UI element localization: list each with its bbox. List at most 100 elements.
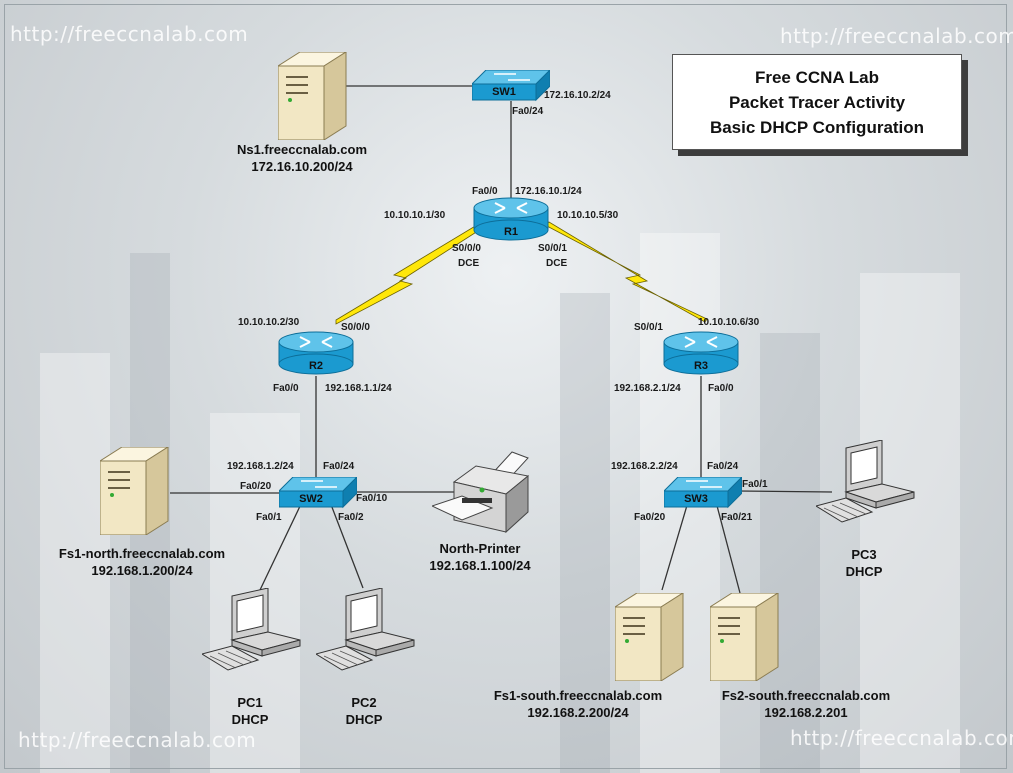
- pc-pc2: [314, 587, 416, 679]
- diagram-frame: [4, 4, 1007, 769]
- r2-fa00-label: Fa0/0: [273, 383, 299, 394]
- server-fs1-north: [98, 446, 170, 540]
- ns1-name: Ns1.freeccnalab.com: [236, 142, 368, 157]
- pc3-caption: PC3 DHCP: [836, 546, 892, 580]
- pc2-name: PC2: [351, 695, 377, 710]
- r2-s000-label: S0/0/0: [341, 322, 370, 333]
- r1-label: R1: [503, 226, 519, 238]
- link-sw3-fs2south: [715, 501, 741, 594]
- pc1-name: PC1: [237, 695, 263, 710]
- server-icon: [98, 446, 170, 536]
- pc3-addr: DHCP: [845, 564, 883, 579]
- fs2-south-name: Fs2-south.freeccnalab.com: [721, 688, 891, 703]
- pc1-addr: DHCP: [231, 712, 269, 727]
- sw3-fa01-label: Fa0/1: [742, 479, 768, 490]
- sw3-ip-label: 192.168.2.2/24: [611, 461, 678, 472]
- sw2-fa024-label: Fa0/24: [323, 461, 355, 472]
- server-icon: [276, 51, 348, 141]
- r2-lan-ip-label: 192.168.1.1/24: [325, 383, 392, 394]
- r2-serial-ip-label: 10.10.10.2/30: [238, 317, 300, 328]
- r2-label: R2: [308, 360, 324, 372]
- sw1-fa024-label: Fa0/24: [512, 106, 544, 117]
- switch-icon: [662, 475, 744, 509]
- watermark-top-right: http://freeccnalab.com: [780, 24, 1013, 48]
- sw3-fa021-label: Fa0/21: [721, 512, 753, 523]
- printer-north: [430, 446, 532, 541]
- watermark-bottom-left: http://freeccnalab.com: [18, 728, 257, 752]
- switch-sw2: SW2: [277, 475, 359, 514]
- pc2-caption: PC2 DHCP: [336, 694, 392, 728]
- pc1-caption: PC1 DHCP: [222, 694, 278, 728]
- r1-fa00-label: Fa0/0: [472, 186, 498, 197]
- r3-label: R3: [693, 360, 709, 372]
- r1-s000-dce-label: DCE: [458, 258, 480, 269]
- fs1-north-name: Fs1-north.freeccnalab.com: [58, 546, 226, 561]
- server-fs1-south: [613, 592, 685, 686]
- router-icon: [663, 331, 739, 375]
- server-fs2-south: [708, 592, 780, 686]
- switch-sw3: SW3: [662, 475, 744, 514]
- r1-s001-dce-label: DCE: [546, 258, 568, 269]
- sw2-ip-label: 192.168.1.2/24: [227, 461, 294, 472]
- fs1-south-addr: 192.168.2.200/24: [527, 705, 629, 720]
- router-icon: [278, 331, 354, 375]
- link-sw3-pc3: [737, 490, 833, 493]
- server-icon: [613, 592, 685, 682]
- switch-icon: [470, 68, 552, 102]
- link-sw2-pc1: [259, 501, 303, 591]
- pc-icon: [200, 587, 301, 671]
- serial-link-r1-r3: [544, 221, 708, 323]
- pc-pc3: [814, 439, 916, 531]
- r1-lan-ip-label: 172.16.10.1/24: [515, 186, 582, 197]
- title-box: Free CCNA Lab Packet Tracer Activity Bas…: [672, 54, 962, 150]
- r3-fa00-label: Fa0/0: [708, 383, 734, 394]
- r1-s000-ip-label: 10.10.10.1/30: [384, 210, 446, 221]
- server-ns1: [276, 51, 348, 145]
- r1-s001-label: S0/0/1: [538, 243, 567, 254]
- printer-name: North-Printer: [439, 541, 521, 556]
- server-icon: [708, 592, 780, 682]
- r3-serial-ip-label: 10.10.10.6/30: [698, 317, 760, 328]
- router-r1: R1: [473, 196, 549, 247]
- fs2-south-addr: 192.168.2.201: [764, 705, 848, 720]
- sw3-label: SW3: [684, 493, 708, 505]
- r1-s001-ip-label: 10.10.10.5/30: [557, 210, 619, 221]
- router-r3: R3: [663, 330, 739, 381]
- ns1-addr: 172.16.10.200/24: [251, 159, 353, 174]
- sw2-fa02-label: Fa0/2: [338, 512, 364, 523]
- switch-sw1: SW1: [470, 68, 552, 107]
- r3-lan-ip-label: 192.168.2.1/24: [614, 383, 681, 394]
- fs1-south-caption: Fs1-south.freeccnalab.com 192.168.2.200/…: [472, 687, 684, 721]
- sw2-fa020-label: Fa0/20: [240, 481, 272, 492]
- printer-addr: 192.168.1.100/24: [429, 558, 531, 573]
- sw3-fa020-label: Fa0/20: [634, 512, 666, 523]
- fs2-south-caption: Fs2-south.freeccnalab.com 192.168.2.201: [700, 687, 912, 721]
- watermark-bottom-right: http://freeccnalab.com: [790, 726, 1013, 750]
- r1-s000-label: S0/0/0: [452, 243, 481, 254]
- pc-icon: [814, 439, 915, 523]
- router-icon: [473, 197, 549, 241]
- link-sw2-pc2: [329, 501, 364, 589]
- pc-pc1: [200, 587, 302, 679]
- sw2-fa01-label: Fa0/1: [256, 512, 282, 523]
- printer-caption: North-Printer 192.168.1.100/24: [412, 540, 548, 574]
- printer-icon: [430, 451, 530, 534]
- title-line-2: Packet Tracer Activity: [728, 92, 906, 112]
- fs1-north-addr: 192.168.1.200/24: [91, 563, 193, 578]
- sw3-fa024-label: Fa0/24: [707, 461, 739, 472]
- watermark-top-left: http://freeccnalab.com: [10, 22, 249, 46]
- sw1-ip-label: 172.16.10.2/24: [544, 90, 611, 101]
- link-sw3-fs1south: [661, 501, 689, 591]
- sw2-fa010-label: Fa0/10: [356, 493, 388, 504]
- pc2-addr: DHCP: [345, 712, 383, 727]
- r3-s001-label: S0/0/1: [634, 322, 663, 333]
- pc-icon: [314, 587, 415, 671]
- serial-link-r1-r2: [335, 224, 482, 325]
- fs1-south-name: Fs1-south.freeccnalab.com: [493, 688, 663, 703]
- title-line-1: Free CCNA Lab: [754, 67, 880, 87]
- fs1-north-caption: Fs1-north.freeccnalab.com 192.168.1.200/…: [42, 545, 242, 579]
- title-line-3: Basic DHCP Configuration: [709, 117, 925, 137]
- sw1-label: SW1: [492, 86, 516, 98]
- pc3-name: PC3: [851, 547, 877, 562]
